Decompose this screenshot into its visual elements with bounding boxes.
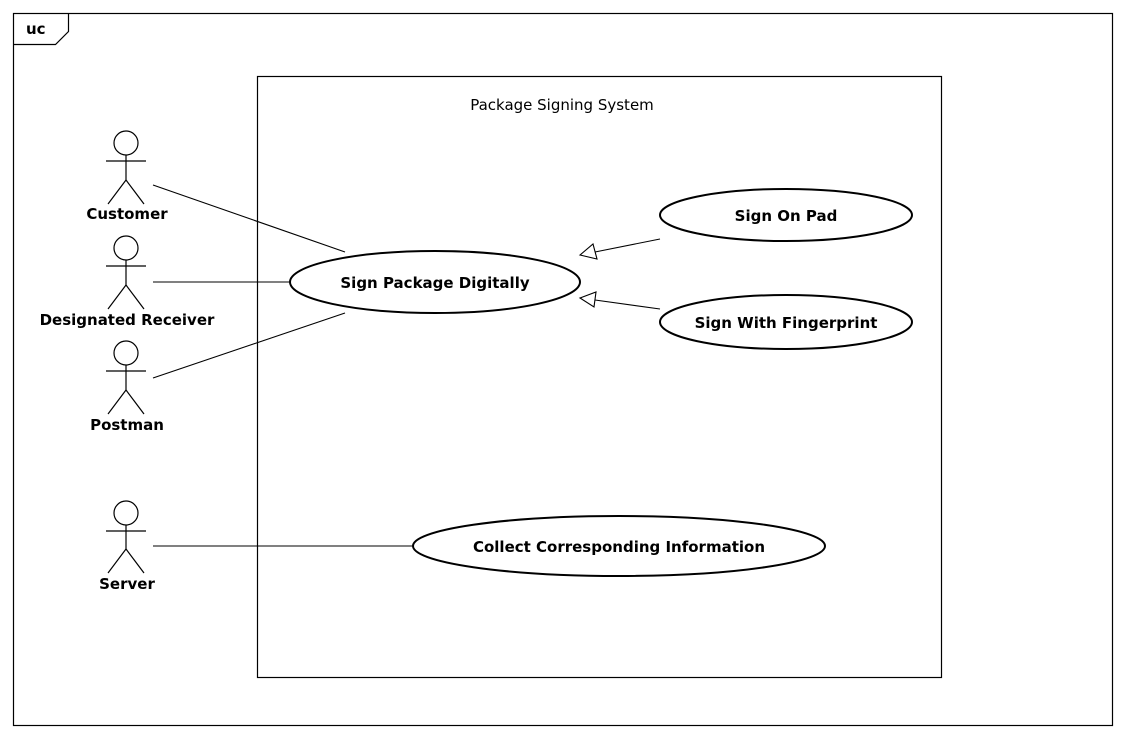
usecase-ellipse bbox=[289, 250, 581, 314]
system-title: Package Signing System bbox=[470, 96, 654, 114]
actor-label: Server bbox=[99, 575, 155, 593]
associations bbox=[152, 184, 413, 547]
actor-server[interactable]: Server bbox=[99, 500, 155, 593]
system-boundary: Package Signing System bbox=[256, 75, 943, 679]
generalization-fingerprint-arrowhead bbox=[578, 291, 597, 308]
uml-frame: uc bbox=[12, 12, 1114, 727]
actor-postman[interactable]: Postman bbox=[90, 340, 164, 434]
usecase-label: Collect Corresponding Information bbox=[473, 538, 765, 556]
stick-figure-icon bbox=[106, 235, 146, 310]
generalization-fingerprint-line bbox=[594, 299, 661, 310]
system-boundary-box bbox=[256, 75, 943, 679]
actor-label: Designated Receiver bbox=[40, 311, 215, 329]
actor-label: Postman bbox=[90, 416, 164, 434]
actor-label: Customer bbox=[86, 205, 168, 223]
usecase-ellipse bbox=[659, 294, 913, 350]
generalization-sign-on-pad-line bbox=[594, 238, 661, 253]
usecase-collect-corresponding-information[interactable]: Collect Corresponding Information bbox=[412, 515, 826, 577]
usecase-ellipse bbox=[412, 515, 826, 577]
stick-figure-icon bbox=[106, 340, 146, 415]
association-customer-sign-package bbox=[152, 184, 346, 253]
actor-customer[interactable]: Customer bbox=[86, 130, 168, 223]
frame-tag-pentagon bbox=[13, 13, 70, 46]
usecase-label: Sign With Fingerprint bbox=[695, 314, 878, 332]
frame-border bbox=[12, 12, 1114, 727]
usecase-sign-with-fingerprint[interactable]: Sign With Fingerprint bbox=[659, 294, 913, 350]
generalization-sign-on-pad-arrowhead bbox=[578, 243, 598, 260]
usecase-label: Sign Package Digitally bbox=[340, 274, 529, 292]
usecase-sign-on-pad[interactable]: Sign On Pad bbox=[659, 188, 913, 242]
stick-figure-icon bbox=[106, 500, 146, 574]
usecase-sign-package-digitally[interactable]: Sign Package Digitally bbox=[289, 250, 581, 314]
association-postman-sign-package bbox=[152, 312, 346, 379]
generalizations bbox=[578, 238, 661, 310]
usecase-label: Sign On Pad bbox=[735, 207, 838, 225]
frame-tag-label: uc bbox=[26, 20, 46, 38]
stick-figure-icon bbox=[106, 130, 146, 205]
actor-designated-receiver[interactable]: Designated Receiver bbox=[40, 235, 215, 329]
usecase-ellipse bbox=[659, 188, 913, 242]
